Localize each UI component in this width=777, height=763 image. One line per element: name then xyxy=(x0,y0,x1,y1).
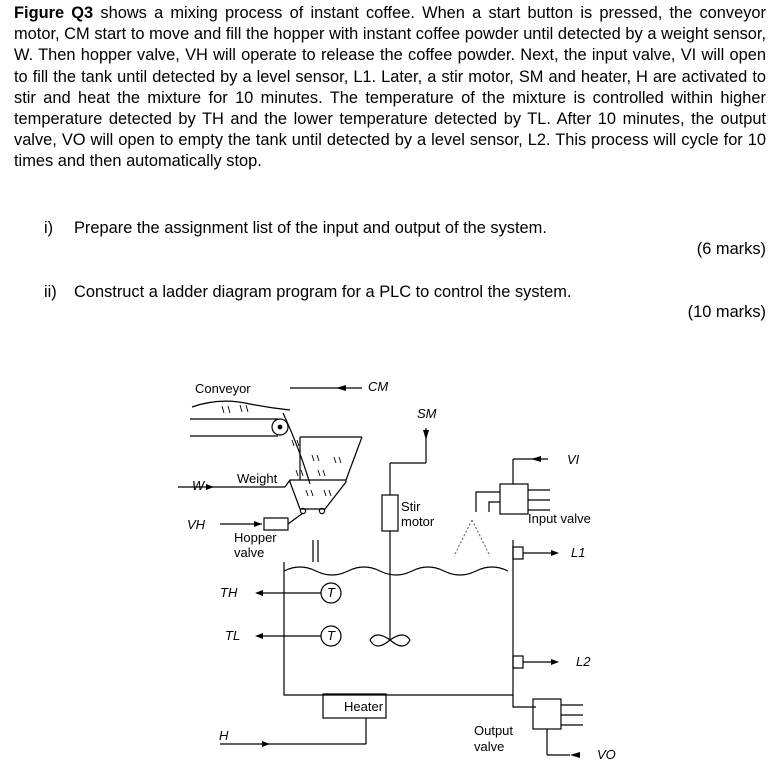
stir-motor-icon xyxy=(381,494,399,532)
w-label: W xyxy=(192,478,206,493)
l2-label: L2 xyxy=(576,654,591,669)
th-sensor-letter: T xyxy=(327,585,336,600)
input-valve-icon xyxy=(499,483,529,515)
question-ii: ii) Construct a ladder diagram program f… xyxy=(44,283,744,305)
cm-label: CM xyxy=(368,379,388,394)
tl-label: TL xyxy=(225,628,240,643)
th-label: TH xyxy=(220,585,238,600)
level-sensor-l2-icon xyxy=(512,655,524,669)
problem-body: shows a mixing process of instant coffee… xyxy=(14,4,766,171)
question-marks: (10 marks) xyxy=(687,303,766,321)
h-label: H xyxy=(219,728,229,743)
hopper-valve-label: valve xyxy=(234,545,264,560)
question-marks: (6 marks) xyxy=(696,240,766,258)
question-i: i) Prepare the assignment list of the in… xyxy=(44,219,744,241)
hopper-outline xyxy=(289,479,347,510)
l1-label: L1 xyxy=(571,545,585,560)
question-number: ii) xyxy=(44,283,57,301)
liquid-surface xyxy=(283,566,509,576)
weight-label: Weight xyxy=(237,471,278,486)
output-valve-icon xyxy=(532,698,562,730)
powder-stream xyxy=(282,412,311,485)
hopper-label: Hopper xyxy=(234,530,277,545)
vo-label: VO xyxy=(597,747,616,762)
question-text: Construct a ladder diagram program for a… xyxy=(74,283,572,301)
hopper-pivot-right xyxy=(318,507,326,515)
output-label: Output xyxy=(474,723,513,738)
conveyor-roller-icon xyxy=(271,418,289,436)
hopper-valve-icon xyxy=(263,517,289,531)
stirrer-blade-icon xyxy=(369,634,411,647)
heater-label: Heater xyxy=(344,699,384,714)
tl-sensor-letter: T xyxy=(327,628,336,643)
coffee-powder-on-conveyor xyxy=(191,400,291,411)
mixing-process-diagram: Conveyor CM SM VI W Weight Stir motor In… xyxy=(178,379,616,762)
figure-reference: Figure Q3 xyxy=(14,4,94,22)
vi-label: VI xyxy=(567,452,580,467)
question-number: i) xyxy=(44,219,54,237)
problem-statement: Figure Q3 shows a mixing process of inst… xyxy=(14,3,766,173)
heater-icon xyxy=(322,693,387,719)
output-valve-label: valve xyxy=(474,739,504,754)
motor-label: motor xyxy=(401,514,435,529)
question-text: Prepare the assignment list of the input… xyxy=(74,219,547,237)
tank-outline xyxy=(283,540,514,696)
level-sensor-l1-icon xyxy=(512,546,524,560)
input-valve-label: Input valve xyxy=(528,511,591,526)
stir-label: Stir xyxy=(401,499,421,514)
conveyor-label: Conveyor xyxy=(195,381,251,396)
sm-label: SM xyxy=(417,406,437,421)
vh-label: VH xyxy=(187,517,206,532)
